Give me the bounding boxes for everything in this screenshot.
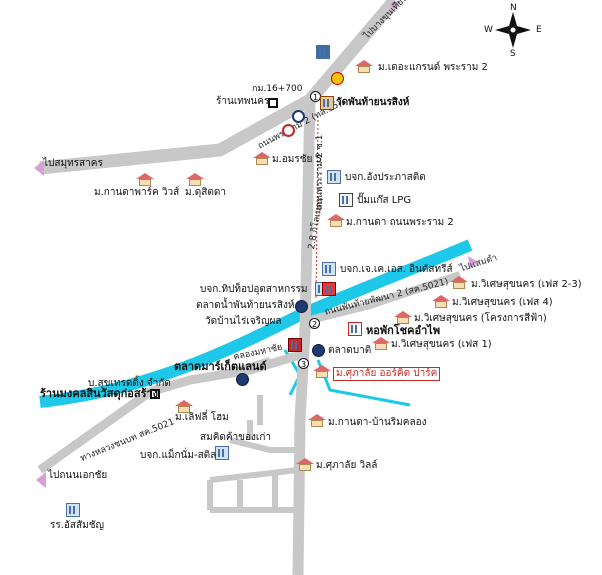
label-amorchai[interactable]: ม.อมรชัย 5: [272, 154, 322, 165]
arrow-samutsakhon-icon: [34, 160, 44, 176]
label-school[interactable]: รร.อัสสัมชัญ: [50, 520, 105, 531]
label-suthon[interactable]: บ.สุขเทรดดิ้ง จำกัด: [88, 378, 171, 389]
road-market: [229, 357, 271, 375]
label-kanda-park[interactable]: ม.กานดาพาร์ค วิวส์: [94, 187, 180, 198]
marker-3: 3: [298, 358, 309, 369]
label-hor[interactable]: หอพักโชคอำไพ: [366, 324, 441, 337]
house-icon: [372, 337, 390, 350]
arrow-khao-yai-icon: [36, 472, 46, 488]
label-wat-phanthai[interactable]: วัดพันท้ายนรสิงห์: [336, 97, 410, 108]
label-tippo[interactable]: บจก.ทิปท็อปอุตสาหกรรม: [200, 284, 308, 295]
house-icon: [136, 173, 154, 186]
label-rangmongkol[interactable]: ร้านมงคลสินวัสดุก่อสร้าง: [40, 387, 159, 400]
makro-icon: [236, 373, 249, 386]
arrow-pantai-icon: [468, 256, 478, 268]
label-phet-home[interactable]: ม.เลิฟลี่ โฮม: [175, 412, 229, 423]
school-icon: [66, 503, 80, 517]
station-icon: [282, 124, 295, 137]
label-wat-ban-rai[interactable]: วัดบ้านไร่เจริญผล: [205, 316, 282, 327]
label-gks[interactable]: บจก.เจ.เค.เอส. อินดัสทรีส์: [340, 264, 453, 275]
road-east: [309, 271, 462, 324]
bank-icon: [292, 110, 305, 123]
label-wisetsuk-4[interactable]: ม.วิเศษสุขนคร (เฟส 4): [452, 297, 553, 308]
label-kanda-rim[interactable]: ม.กานดา-บ้านริมคลอง: [328, 417, 427, 428]
house-icon: [308, 414, 326, 427]
compass-s: S: [510, 49, 516, 59]
label-sangprasert[interactable]: บจก.อังประภาสติด: [345, 172, 426, 183]
store-icon: [150, 389, 160, 399]
canal-main: [39, 239, 473, 408]
house-icon: [450, 276, 468, 289]
label-dusit[interactable]: ม.ดุสิตดา: [185, 187, 226, 198]
label-wisetsuk-23[interactable]: ม.วิเศษสุขนคร (เฟส 2-3): [471, 279, 582, 290]
label-km: กม.16+700: [252, 84, 303, 94]
gas-icon: [339, 193, 353, 207]
highway-rama2: [39, 0, 400, 175]
market-building-icon: [288, 338, 302, 352]
house-icon: [186, 173, 204, 186]
label-wisetsuk-sky[interactable]: ม.วิเศษสุขนคร (โครงการสีฟ้า): [414, 313, 547, 324]
label-floating-market[interactable]: ตลาดน้ำพันท้ายนรสิงห์: [196, 300, 295, 311]
factory-icon: [327, 170, 341, 184]
compass-n: N: [510, 3, 517, 13]
label-themphon[interactable]: ร้านเทพนคร: [216, 96, 270, 107]
compass-w: W: [484, 25, 493, 35]
shop-icon: [268, 98, 278, 108]
label-makro[interactable]: ตลาดมาร์เก็ตแลนด์: [174, 360, 267, 373]
label-to-khao-yai[interactable]: ไปถนนเอกชัย: [48, 470, 108, 481]
factory-icon: [322, 262, 336, 276]
house-icon: [313, 365, 331, 378]
house-icon: [327, 214, 345, 227]
compass-icon: [495, 12, 531, 48]
shell-icon: [331, 72, 344, 85]
road-south: [292, 99, 316, 575]
factory-icon: [215, 446, 229, 460]
market-icon: [295, 300, 308, 313]
house-icon: [296, 458, 314, 471]
house-icon: [253, 152, 271, 165]
label-talad-bati[interactable]: ตลาดบาติ: [328, 345, 372, 356]
arrow-top-right-icon: [390, 0, 400, 10]
label-to-samutsakhon[interactable]: ไปสมุทรสาคร: [43, 158, 103, 169]
label-kanda-rama2[interactable]: ม.กานดา ถนนพระราม 2: [346, 217, 454, 228]
road-local: [207, 395, 299, 513]
road-west: [37, 350, 302, 474]
house-icon: [355, 60, 373, 73]
factory-red-icon: [322, 282, 336, 296]
house-icon: [394, 311, 412, 324]
temple-icon: [320, 96, 334, 110]
house-icon: [432, 295, 450, 308]
label-wisetsuk-1[interactable]: ม.วิเศษสุขนคร (เฟส 1): [391, 339, 492, 350]
label-supalai[interactable]: ม.ศุภาลัย ออร์คิด ปาร์ค: [333, 367, 441, 381]
compass-e: E: [536, 25, 542, 35]
label-supalai-ville[interactable]: ม.ศุภาลัย วิลล์: [316, 460, 378, 471]
talad-icon: [312, 344, 325, 357]
label-makmalam[interactable]: บจก.แม็กนั่ม-สติล: [140, 450, 217, 461]
marker-2: 2: [309, 318, 320, 329]
label-lpg[interactable]: ปั๊มแก๊ส LPG: [357, 195, 412, 206]
label-grand-rama2[interactable]: ม.เดอะแกรนด์ พระราม 2: [378, 62, 488, 73]
dorm-icon: [348, 322, 362, 336]
label-sommit[interactable]: สมคิดค้าของเก่า: [200, 432, 271, 443]
house-icon: [175, 400, 193, 413]
highway-sign-icon: [316, 45, 330, 59]
